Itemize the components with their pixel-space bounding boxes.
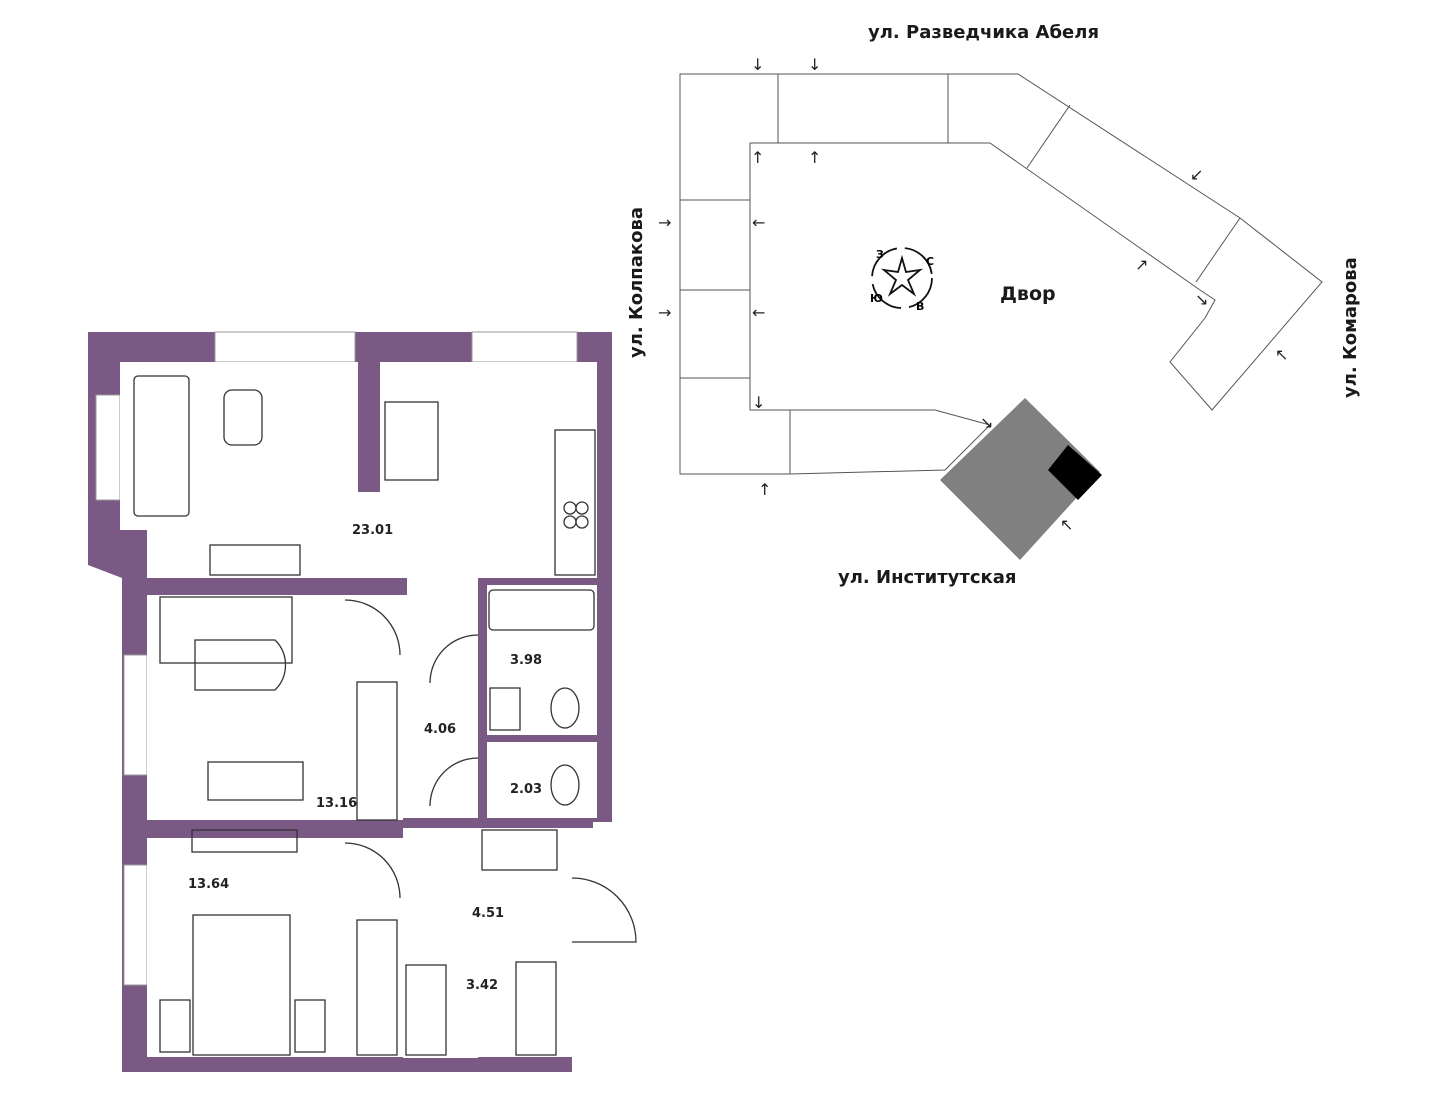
- area-bedroom-1: 13.16: [316, 796, 357, 811]
- svg-text:↑: ↑: [808, 148, 821, 167]
- svg-text:↓: ↓: [752, 393, 765, 412]
- street-west: ул. Колпакова: [626, 207, 647, 358]
- compass-w: З: [876, 248, 884, 261]
- room-bedroom-2: [147, 838, 403, 1057]
- street-north: ул. Разведчика Абеля: [868, 22, 1099, 43]
- area-corridor: 4.06: [424, 722, 456, 737]
- compass-icon: [871, 247, 933, 309]
- current-section: [1048, 445, 1102, 500]
- svg-text:↗: ↗: [1135, 255, 1148, 274]
- compass-n: С: [926, 255, 934, 268]
- svg-text:→: →: [658, 213, 671, 232]
- svg-text:↑: ↑: [758, 480, 771, 499]
- svg-text:↙: ↙: [1190, 165, 1203, 184]
- compass-s: Ю: [870, 292, 883, 305]
- svg-text:↑: ↑: [751, 148, 764, 167]
- svg-text:↖: ↖: [1060, 515, 1073, 534]
- street-south: ул. Институтская: [838, 567, 1016, 588]
- svg-text:↓: ↓: [808, 55, 821, 74]
- svg-text:→: →: [658, 303, 671, 322]
- site-plan: [679, 73, 1323, 475]
- room-kitchen: [380, 362, 597, 578]
- svg-text:↖: ↖: [1275, 345, 1288, 364]
- room-toilet: [487, 742, 597, 818]
- furniture: [133, 375, 637, 1056]
- yard-label: Двор: [1000, 283, 1056, 305]
- area-toilet: 2.03: [510, 782, 542, 797]
- street-east: ул. Комарова: [1340, 257, 1361, 398]
- area-storage: 3.42: [466, 978, 498, 993]
- building-section: [940, 398, 1100, 560]
- svg-text:←: ←: [752, 213, 765, 232]
- area-bathroom: 3.98: [510, 653, 542, 668]
- svg-text:←: ←: [752, 303, 765, 322]
- room-bedroom-1: [147, 595, 403, 820]
- svg-text:↓: ↓: [751, 55, 764, 74]
- area-bedroom-2: 13.64: [188, 877, 229, 892]
- compass-e: В: [916, 300, 924, 313]
- entrance-arrows: ↓ ↓ ↑ ↑ → → ← ← ↓ ↑ ↙ ↗ ↘ ↖ ↘ ↖: [658, 55, 1288, 534]
- svg-text:↘: ↘: [980, 413, 993, 432]
- area-living: 23.01: [352, 523, 393, 538]
- svg-text:↘: ↘: [1195, 290, 1208, 309]
- interior-walls: [122, 332, 597, 838]
- room-living: [120, 362, 358, 530]
- area-hall: 4.51: [472, 906, 504, 921]
